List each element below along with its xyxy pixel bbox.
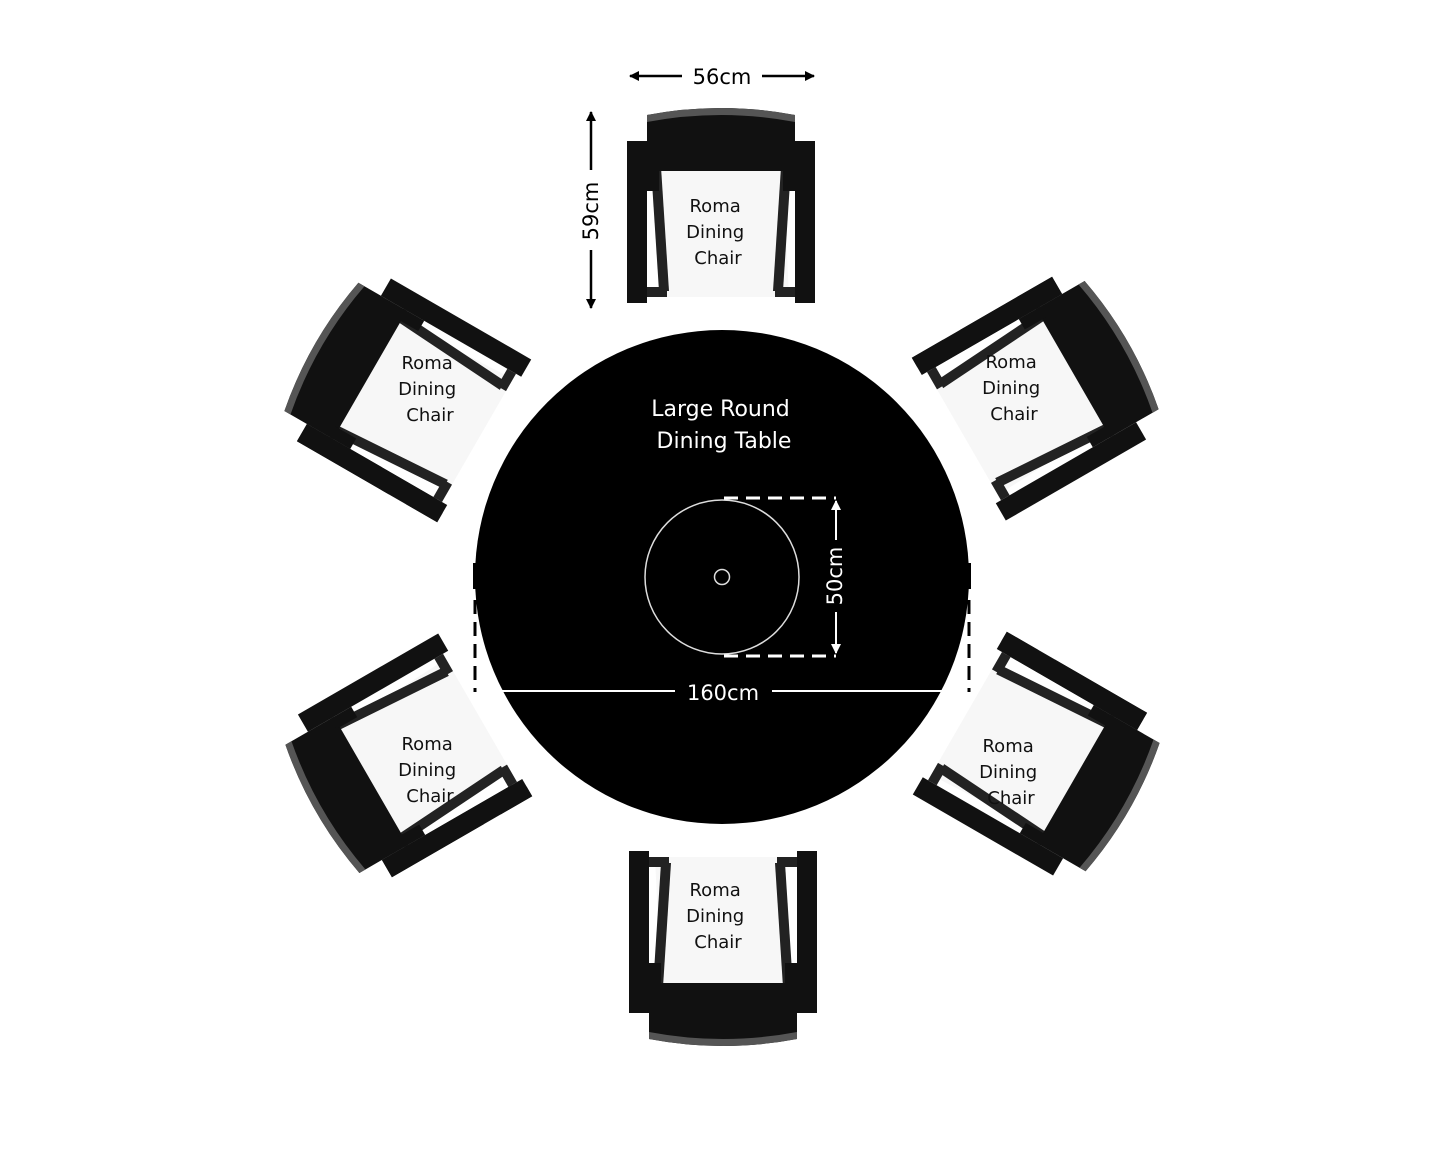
inner-diameter-label: 50cm <box>823 547 847 606</box>
chair-bottom-right <box>912 631 1176 893</box>
table-label: Large Round Dining Table <box>651 397 797 454</box>
chair-depth-dimension: 59cm <box>579 111 603 309</box>
chair-width-label: 56cm <box>693 65 752 89</box>
chair-label-top-left: Roma Dining Chair <box>398 353 462 426</box>
chair-depth-label: 59cm <box>579 182 603 241</box>
inner-diameter-dimension: 50cm <box>724 496 847 658</box>
table-diameter-dimension: 160cm <box>473 600 971 705</box>
table-top <box>475 330 969 824</box>
chair-label-top-right: Roma Dining Chair <box>982 352 1046 425</box>
parasol-hole <box>713 568 731 586</box>
round-dining-table <box>473 330 971 824</box>
table-diameter-label: 160cm <box>687 681 759 705</box>
table-edge-marker-left <box>473 563 477 589</box>
chair-label-bottom-right: Roma Dining Chair <box>979 736 1043 809</box>
chair-label-bottom: Roma Dining Chair <box>686 880 750 953</box>
lazy-susan <box>644 499 800 655</box>
chair-width-dimension: 56cm <box>629 65 815 89</box>
chair-label-bottom-left: Roma Dining Chair <box>398 734 462 807</box>
chair-label-top: Roma Dining Chair <box>686 196 750 269</box>
table-edge-marker-right <box>967 563 971 589</box>
